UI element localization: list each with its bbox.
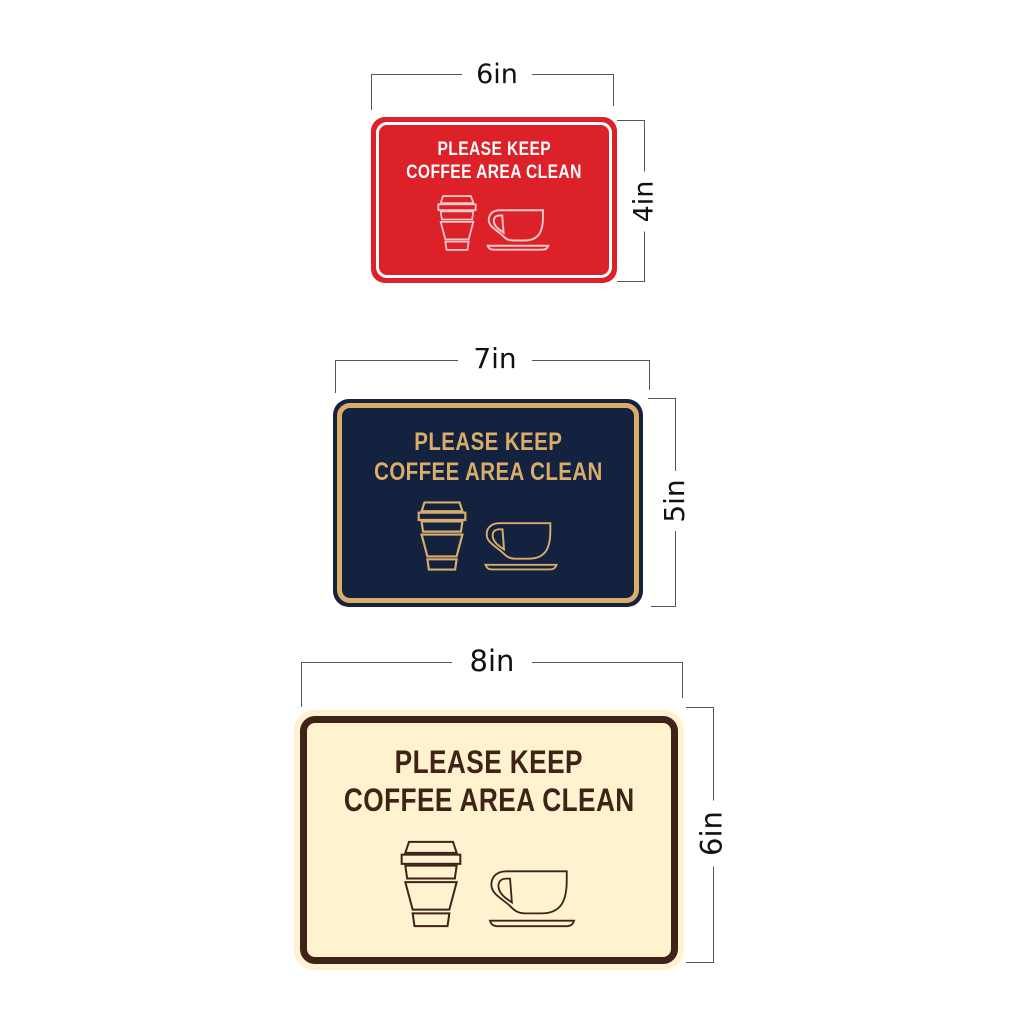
height-label: 5in bbox=[658, 471, 691, 531]
coffee-sign-large-cream: PLEASE KEEP COFFEE AREA CLEAN bbox=[294, 710, 684, 970]
to-go-cup-icon bbox=[437, 194, 477, 251]
coffee-sign-medium-navy: PLEASE KEEP COFFEE AREA CLEAN bbox=[333, 399, 643, 607]
height-label: 6in bbox=[695, 800, 729, 867]
sign-title-line2: COFFEE AREA CLEAN bbox=[343, 782, 635, 819]
width-label: 8in bbox=[452, 647, 532, 676]
to-go-cup-icon bbox=[396, 840, 466, 928]
to-go-cup-icon bbox=[414, 501, 470, 571]
coffee-sign-small-red: PLEASE KEEP COFFEE AREA CLEAN bbox=[371, 117, 617, 283]
width-label: 6in bbox=[462, 61, 532, 88]
teacup-icon bbox=[480, 517, 562, 571]
sign-title-line1: PLEASE KEEP bbox=[437, 139, 551, 160]
height-label: 4in bbox=[629, 171, 660, 232]
teacup-icon bbox=[482, 864, 582, 928]
sign-title-line2: COFFEE AREA CLEAN bbox=[373, 458, 603, 486]
sign-title-line2: COFFEE AREA CLEAN bbox=[406, 161, 582, 183]
teacup-icon bbox=[485, 205, 551, 251]
sign-title-line1: PLEASE KEEP bbox=[394, 744, 584, 780]
width-label: 7in bbox=[458, 345, 532, 373]
sign-title-line1: PLEASE KEEP bbox=[413, 428, 563, 456]
